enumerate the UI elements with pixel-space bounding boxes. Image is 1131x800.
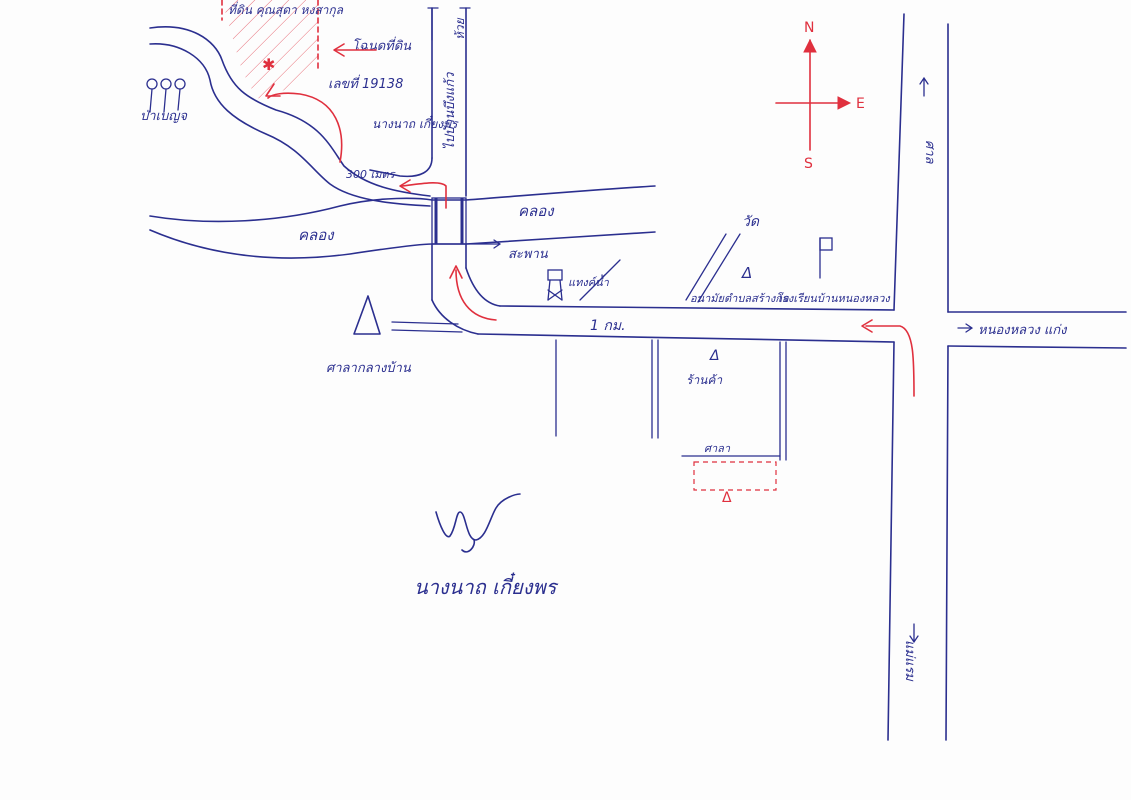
tree-icons (146, 78, 186, 113)
svg-text:Δ: Δ (722, 490, 732, 506)
compass-north: N (804, 20, 814, 36)
trees-label: ป่าเบญจ (140, 109, 188, 124)
temple-marker-icon: Δ (741, 264, 752, 282)
land-plot: ✱ (221, 0, 319, 102)
signature-name: นางนาถ เกี๋ยงพร (414, 572, 559, 599)
temple-label: วัด (742, 214, 760, 230)
south-streets (555, 339, 787, 461)
flag-icon (819, 237, 833, 279)
water-tower-icon (547, 269, 563, 301)
shrine-label: ศาลา (704, 442, 731, 455)
school-label: โรงเรียนบ้านหนองหลวง (776, 292, 891, 305)
plot-owner-label: ที่ดิน คุณสุดา หงสากุล (228, 1, 344, 18)
compass-south: S (804, 156, 813, 172)
shrine-plot: Δ (693, 461, 777, 506)
deed-number-label: เลขที่ 19138 (328, 74, 403, 92)
top-narrow-label: ห้วย (453, 17, 467, 40)
connector-road (431, 243, 501, 335)
health-center-label: อนามัยตำบลสร้างก่อ (690, 292, 789, 305)
shop-label: ร้านค้า (686, 373, 723, 387)
plot-marker-icon: ✱ (262, 55, 275, 74)
distance-1km-label: 1 กม. (590, 318, 626, 334)
arrow-up-icon (919, 76, 929, 97)
creek (149, 26, 431, 207)
compass-east: E (856, 96, 865, 112)
road-top-right-label: ศาล (922, 140, 937, 165)
village-hall-icon (353, 295, 381, 335)
main-road (391, 305, 895, 343)
signature (435, 493, 521, 553)
north-road (369, 7, 471, 197)
canal-label: คลอง (518, 202, 555, 220)
arrow-right-icon (957, 323, 974, 333)
bridge-label: สะพาน (508, 247, 549, 262)
bridge (431, 197, 501, 249)
temple-road (579, 233, 741, 303)
main-canal (149, 185, 656, 259)
road-east-label: หนองหลวง แก่ง (978, 323, 1068, 338)
water-tower-label: แทงค์น้ำ (568, 274, 610, 289)
village-hall-label: ศาลากลางบ้าน (326, 361, 412, 376)
owner-name-label: นางนาถ เกี๋ยงพร (372, 114, 459, 131)
highway (887, 13, 1127, 741)
arrow-down-icon (909, 623, 919, 644)
distance-300m-label: 300 เมตร (346, 168, 397, 181)
title-deed-label: โฉนดที่ดิน (352, 36, 412, 54)
road-bottom-right-label: แม่แรม (902, 640, 917, 682)
canal-left-label: คลอง (298, 226, 335, 244)
compass-rose (775, 38, 852, 151)
route (265, 43, 915, 397)
shop-marker-icon: Δ (709, 348, 720, 364)
north-road-label: ไปบ้านบึงแก้ว (442, 72, 458, 150)
